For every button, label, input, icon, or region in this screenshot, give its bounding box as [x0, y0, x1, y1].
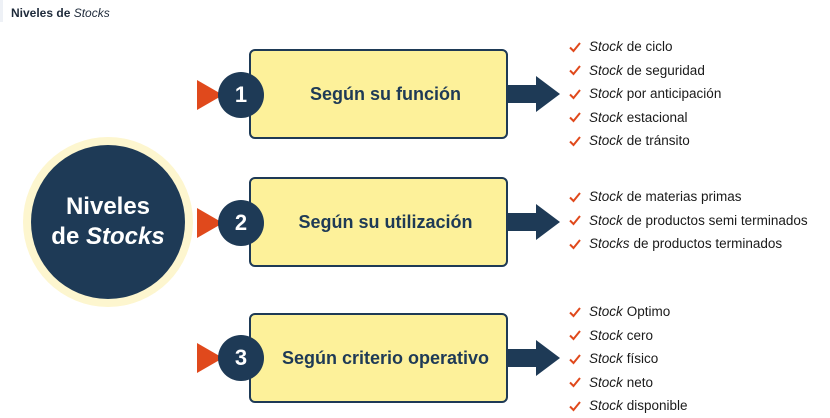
check-icon: [569, 401, 581, 412]
page-title-italic: Stocks: [73, 6, 110, 20]
center-line1: Niveles: [65, 193, 151, 220]
center-line2: de Stocks: [51, 222, 164, 252]
category-number: 3: [218, 335, 264, 381]
arrow-right-icon: [508, 340, 560, 376]
category-title: Según su utilización: [298, 211, 473, 232]
page-title-plain: Niveles de: [11, 6, 74, 20]
check-icon: [569, 65, 581, 76]
category-title: Según criterio operativo: [281, 347, 490, 368]
check-icon: [569, 89, 581, 100]
check-icon: [569, 239, 581, 250]
check-icon: [569, 192, 581, 203]
check-icon: [569, 354, 581, 365]
check-icon: [569, 215, 581, 226]
check-icon: [569, 307, 581, 318]
check-icon: [569, 377, 581, 388]
center-line2-plain: de: [51, 223, 86, 250]
category-box: Según su función: [249, 49, 508, 139]
center-line2-italic: Stocks: [85, 223, 165, 250]
category-box: Según criterio operativo: [249, 313, 508, 403]
center-node: Niveles de Stocks: [31, 145, 185, 299]
category-title: Según su función: [310, 83, 461, 104]
check-icon: [569, 42, 581, 53]
arrow-right-icon: [508, 204, 560, 240]
category-number: 1: [218, 72, 264, 118]
category-box: Según su utilización: [249, 177, 508, 267]
page-title: Niveles de Stocks: [0, 0, 120, 22]
check-icon: [569, 112, 581, 123]
check-icon: [569, 136, 581, 147]
arrow-right-icon: [508, 76, 560, 112]
check-icon: [569, 330, 581, 341]
category-number: 2: [218, 200, 264, 246]
